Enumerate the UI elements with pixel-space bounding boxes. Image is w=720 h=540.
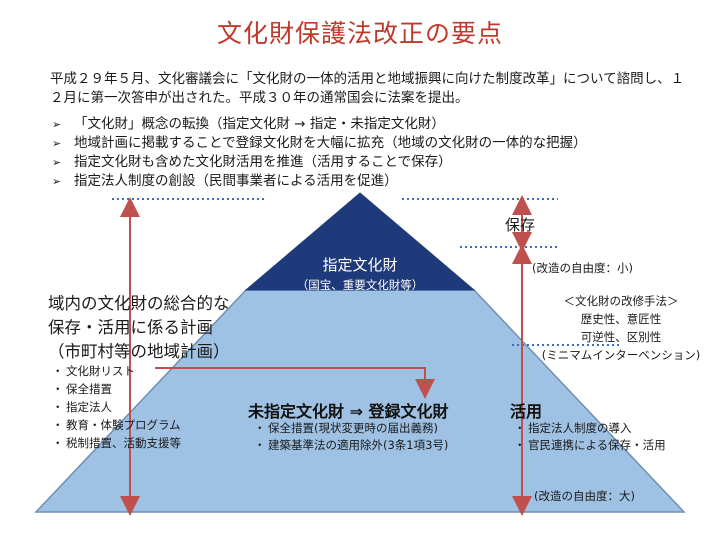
list-item: ・指定法人制度の導入 [512, 420, 702, 437]
list-item-text: 文化財リスト [66, 364, 135, 378]
list-item: ・保全措置(現状変更時の届出義務) [252, 420, 502, 437]
dot-bullet-icon: ・ [254, 421, 266, 435]
method-line: 可逆性、区別性 [580, 330, 662, 344]
dot-bullet-icon: ・ [514, 438, 526, 452]
arrow-bullet-icon: ➢ [52, 118, 62, 131]
list-item-text: 税制措置、活動支援等 [66, 436, 181, 450]
page-title: 文化財保護法改正の要点 [216, 19, 503, 48]
key-point-text: 指定法人制度の創設（民間事業者による活用を促進） [74, 173, 398, 189]
dot-bullet-icon: ・ [52, 418, 64, 432]
key-point: ➢ 「文化財」概念の転換（指定文化財 → 指定・未指定文化財） [50, 115, 700, 134]
key-points-list: ➢ 「文化財」概念の転換（指定文化財 → 指定・未指定文化財） ➢ 地域計画に掲載す… [50, 115, 700, 191]
designated-label: 指定文化財 （国宝、重要文化財等） [280, 254, 440, 293]
list-item: ・保全措置 [50, 380, 230, 398]
intro-text: 平成２９年５月、文化審議会に「文化財の一体的活用と地域振興に向けた制度改革」につ… [50, 71, 685, 106]
katsuyo-label: 活用 [510, 402, 543, 421]
key-point: ➢ 指定法人制度の創設（民間事業者による活用を促進） [50, 172, 700, 191]
list-item-text: 保全措置 [66, 382, 112, 396]
undesignated-heading: 未指定文化財 ⇒ 登録文化財 [248, 402, 449, 421]
renovation-methods: ＜文化財の改修手法＞ 歴史性、意匠性 可逆性、区別性 (ミニマムインターベンショ… [536, 292, 706, 364]
list-item-text: 教育・体験プログラム [66, 418, 181, 432]
pyramid-top-layer [244, 192, 476, 291]
arrow-bullet-icon: ➢ [52, 175, 62, 188]
dot-bullet-icon: ・ [52, 436, 64, 450]
dot-bullet-icon: ・ [52, 400, 64, 414]
list-item: ・税制措置、活動支援等 [50, 434, 230, 452]
key-point-text: 地域計画に掲載することで登録文化財を大幅に拡充（地域の文化財の一体的な把握） [74, 135, 587, 151]
katsuyo-items-list: ・指定法人制度の導入 ・官民連携による保存・活用 [512, 420, 702, 454]
list-item: ・教育・体験プログラム [50, 416, 230, 434]
freedom-small-label: (改造の自由度：小) [532, 261, 633, 275]
dot-bullet-icon: ・ [52, 382, 64, 396]
list-item: ・建築基準法の適用除外(3条1項3号) [252, 437, 502, 454]
methods-title: ＜文化財の改修手法＞ [563, 294, 679, 308]
arrow-bullet-icon: ➢ [52, 137, 62, 150]
key-point-text: 指定文化財も含めた文化財活用を推進（活用することで保存） [74, 154, 452, 170]
designated-title: 指定文化財 [322, 256, 398, 274]
dot-bullet-icon: ・ [514, 421, 526, 435]
list-item-text: 保全措置(現状変更時の届出義務) [268, 421, 438, 435]
list-item-text: 指定法人 [66, 400, 112, 414]
list-item: ・指定法人 [50, 398, 230, 416]
key-point: ➢ 地域計画に掲載することで登録文化財を大幅に拡充（地域の文化財の一体的な把握） [50, 134, 700, 153]
arrow-bullet-icon: ➢ [52, 156, 62, 169]
regional-plan-line: 域内の文化財の総合的な [48, 294, 230, 313]
freedom-large-label: (改造の自由度：大) [534, 489, 635, 503]
undesignated-items-list: ・保全措置(現状変更時の届出義務) ・建築基準法の適用除外(3条1項3号) [252, 420, 502, 454]
method-line: (ミニマムインターベンション) [541, 348, 701, 362]
key-point: ➢ 指定文化財も含めた文化財活用を推進（活用することで保存） [50, 153, 700, 172]
key-point-text: 「文化財」概念の転換（指定文化財 → 指定・未指定文化財） [74, 116, 445, 132]
hozon-label: 保存 [505, 216, 536, 234]
dot-bullet-icon: ・ [52, 364, 64, 378]
plan-items-list: ・文化財リスト ・保全措置 ・指定法人 ・教育・体験プログラム ・税制措置、活動… [50, 362, 230, 452]
list-item-text: 指定法人制度の導入 [528, 421, 632, 435]
dot-bullet-icon: ・ [254, 438, 266, 452]
list-item-text: 官民連携による保存・活用 [528, 438, 666, 452]
regional-plan-line: （市町村等の地域計画） [48, 342, 230, 361]
designated-subtitle: （国宝、重要文化財等） [296, 278, 424, 292]
list-item: ・文化財リスト [50, 362, 230, 380]
regional-plan-label: 域内の文化財の総合的な 保存・活用に係る計画 （市町村等の地域計画） [48, 292, 268, 364]
regional-plan-line: 保存・活用に係る計画 [48, 318, 213, 337]
list-to-registered-arrow [155, 367, 435, 399]
list-item: ・官民連携による保存・活用 [512, 437, 702, 454]
list-item-text: 建築基準法の適用除外(3条1項3号) [268, 438, 449, 452]
method-line: 歴史性、意匠性 [580, 312, 662, 326]
